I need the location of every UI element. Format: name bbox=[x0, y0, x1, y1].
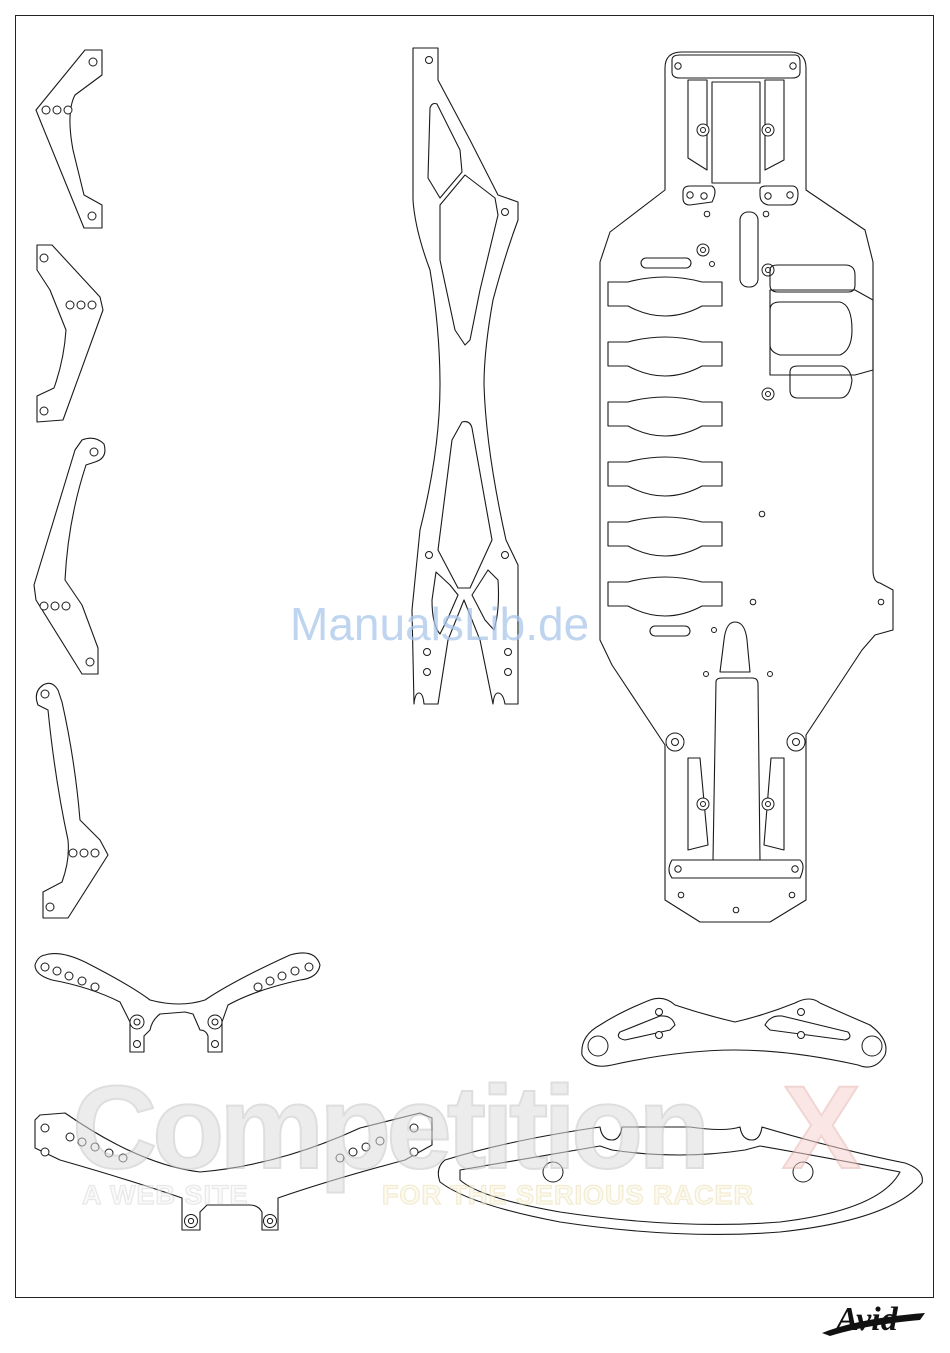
competitionx-watermark: Competition X A WEB SITE FOR THE SERIOUS… bbox=[72, 1062, 860, 1210]
front-shock-tower-part bbox=[35, 953, 320, 1052]
arm-part-3 bbox=[34, 438, 105, 674]
arm-part-1 bbox=[36, 50, 102, 228]
arm-part-4 bbox=[36, 683, 108, 918]
watermark-tagline-left: A WEB SITE bbox=[82, 1180, 249, 1210]
avid-logo: Avid bbox=[822, 1301, 925, 1338]
avid-logo-text: Avid bbox=[834, 1301, 899, 1338]
bumper-brace-part bbox=[582, 998, 886, 1067]
arm-part-2 bbox=[37, 245, 103, 422]
watermark-accent-x: X bbox=[782, 1062, 860, 1194]
manualslib-watermark: ManualsLib.de bbox=[290, 598, 589, 650]
battery-cutouts bbox=[608, 277, 722, 616]
chassis-plate-part bbox=[600, 52, 893, 922]
watermark-main-word: Competition bbox=[72, 1062, 705, 1194]
watermark-tagline-right: FOR THE SERIOUS RACER bbox=[382, 1180, 754, 1210]
